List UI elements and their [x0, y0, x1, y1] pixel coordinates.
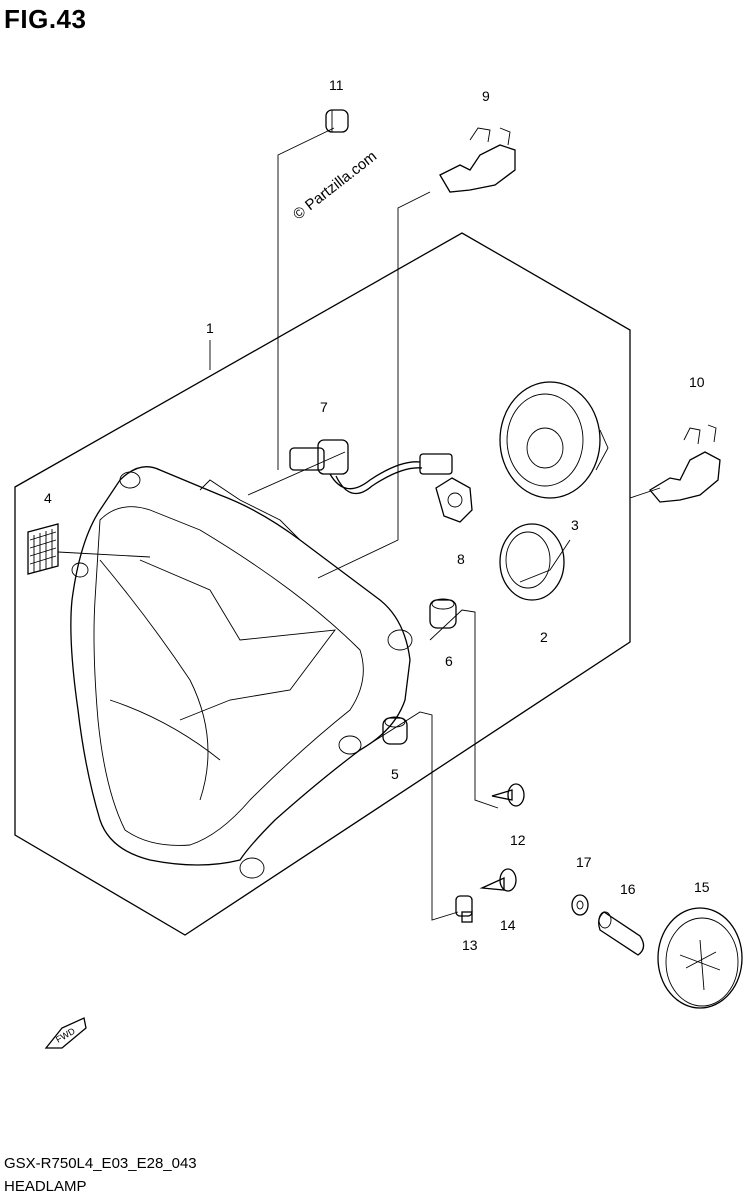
reflector-sticker — [27, 523, 59, 575]
bolt-13 — [455, 895, 473, 923]
callout-16: 16 — [620, 881, 636, 897]
callout-13: 13 — [462, 937, 478, 953]
assembly-boundary — [14, 232, 631, 936]
bulb-socket — [435, 477, 473, 523]
callout-7: 7 — [320, 399, 328, 415]
cushion — [429, 598, 457, 629]
callout-6: 6 — [445, 653, 453, 669]
screw-14 — [479, 868, 517, 892]
gasket-ring — [499, 523, 565, 601]
callout-17: 17 — [576, 854, 592, 870]
callout-15: 15 — [694, 879, 710, 895]
callout-14: 14 — [500, 917, 516, 933]
callout-1: 1 — [206, 320, 214, 336]
callout-9: 9 — [482, 88, 490, 104]
washer — [571, 894, 589, 916]
headlamp-bulb-h7 — [439, 127, 516, 193]
callout-4: 4 — [44, 490, 52, 506]
callout-3: 3 — [571, 517, 579, 533]
callout-5: 5 — [391, 766, 399, 782]
section-name: HEADLAMP — [4, 1178, 87, 1195]
cap — [657, 907, 743, 1009]
dust-cover — [499, 381, 609, 499]
grommet — [382, 716, 408, 745]
callout-12: 12 — [510, 832, 526, 848]
fwd-label: FWD — [54, 1026, 77, 1045]
callout-2: 2 — [540, 629, 548, 645]
fwd-arrow-icon: FWD — [44, 1017, 87, 1049]
callout-10: 10 — [689, 374, 705, 390]
leader-lines — [57, 127, 661, 921]
headlamp-bulb-h9 — [649, 424, 721, 503]
callout-8: 8 — [457, 551, 465, 567]
figure-title: FIG.43 — [4, 4, 87, 34]
model-code: GSX-R750L4_E03_E28_043 — [4, 1155, 197, 1172]
headlamp-housing — [70, 466, 413, 879]
socket-with-wire — [289, 439, 453, 495]
callout-11: 11 — [329, 77, 344, 93]
position-bulb — [325, 109, 349, 133]
collar — [598, 911, 645, 956]
screw-12 — [491, 783, 525, 807]
